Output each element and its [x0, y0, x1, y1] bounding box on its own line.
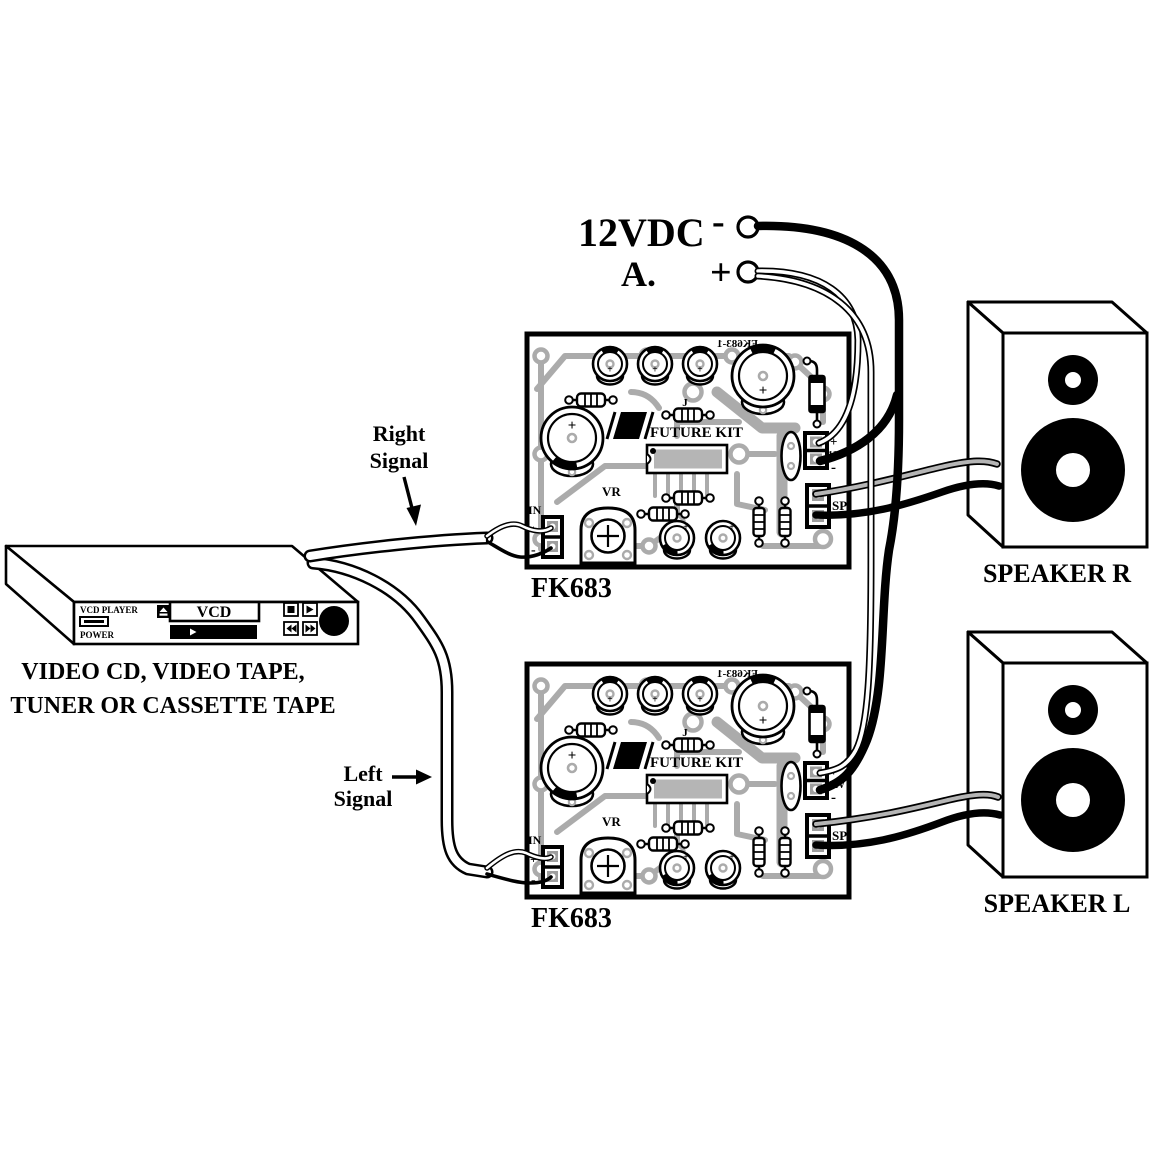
time-display: 00:10 [170, 625, 257, 640]
left-signal-line1: Left [343, 761, 383, 786]
input-wires-lower [484, 848, 554, 885]
source-caption-line1: VIDEO CD, VIDEO TAPE, [21, 659, 304, 685]
left-signal-annotation: Left Signal [334, 761, 432, 811]
player-panel-label: VCD PLAYER [80, 605, 138, 615]
fast-forward-button [302, 621, 318, 636]
speaker-right-label: SPEAKER R [983, 559, 1131, 588]
negative-power-wire [753, 221, 904, 795]
vcd-player: VCD PLAYER POWER VCD 00:10 [4, 544, 360, 719]
speaker-right [966, 300, 1149, 549]
amplifier-board-left-channel [527, 664, 849, 897]
source-caption-line2: TUNER OR CASSETTE TAPE [10, 693, 335, 719]
input-wires-upper [484, 521, 554, 559]
right-signal-annotation: Right Signal [370, 421, 429, 526]
power-supply: 12VDC A. - + [578, 201, 760, 294]
power-button-label: POWER [80, 630, 115, 640]
display-text: VCD [197, 604, 232, 621]
amplifier-board-right-channel [527, 334, 849, 567]
board-label-upper: FK683 [531, 573, 612, 604]
jog-knob [319, 606, 349, 636]
board-label-lower: FK683 [531, 903, 612, 934]
positive-power-wires [754, 267, 875, 777]
play-icon [306, 605, 314, 614]
rewind-button [283, 621, 299, 636]
plus-sign: + [710, 252, 732, 294]
supply-sublabel: A. [621, 254, 656, 294]
voltage-label: 12VDC [578, 210, 705, 255]
stop-button [283, 602, 299, 617]
audio-cable-left [306, 556, 494, 879]
speaker-left [966, 630, 1149, 879]
eject-icon [157, 605, 170, 618]
right-signal-line2: Signal [370, 448, 429, 473]
speaker-left-label: SPEAKER L [984, 889, 1131, 918]
time-text: 00:10 [206, 628, 232, 640]
right-signal-arrow [402, 476, 421, 526]
minus-sign: - [712, 201, 725, 243]
play-button [302, 602, 318, 617]
left-signal-arrow [392, 769, 432, 785]
play-icon [190, 628, 197, 636]
speaker-wires-black [812, 480, 1004, 850]
display-window [168, 600, 261, 623]
left-signal-line2: Signal [334, 786, 393, 811]
speaker-wires-gray [812, 457, 1002, 828]
right-signal-line1: Right [373, 421, 426, 446]
stop-icon [287, 606, 295, 613]
